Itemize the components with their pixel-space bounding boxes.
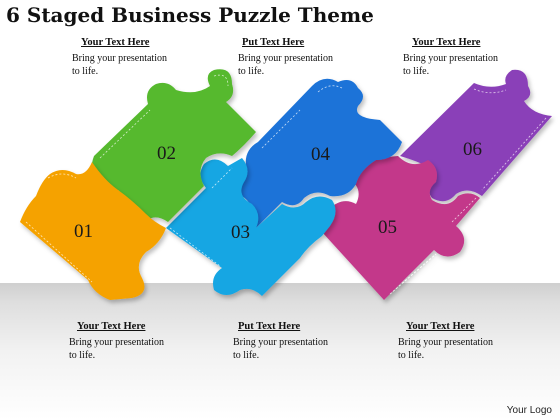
text-heading: Put Text Here [238,321,301,332]
piece-shape-03 [166,158,336,296]
text-body: Bring your presentation to life. [238,53,333,77]
text-heading: Your Text Here [412,37,481,48]
puzzle-piece-05 [322,156,480,300]
puzzle-piece-04 [230,78,402,230]
floor-shadow [0,283,560,420]
piece-shape-04 [230,78,402,230]
piece-number-03: 03 [231,222,250,243]
text-heading: Put Text Here [242,37,305,48]
piece-shape-02 [91,69,256,222]
piece-number-06: 06 [463,139,482,160]
text-heading: Your Text Here [81,37,150,48]
piece-number-05: 05 [378,217,397,238]
bottom-text-block-3: Your Text Here Bring your presentation t… [398,321,528,362]
puzzle-piece-02 [91,69,256,222]
piece-number-01: 01 [74,221,93,242]
puzzle-piece-03 [166,158,336,296]
text-body: Bring your presentation to life. [403,53,498,77]
page-title: 6 Staged Business Puzzle Theme [6,3,374,27]
logo-text: Your Logo [506,405,552,416]
piece-number-04: 04 [311,144,331,165]
text-body: Bring your presentation to life. [233,337,328,361]
text-heading: Your Text Here [406,321,475,332]
puzzle-piece-06 [400,69,552,202]
piece-shape-06 [400,69,552,202]
puzzle-piece-01 [20,162,166,300]
bottom-text-block-2: Put Text Here Bring your presentation to… [233,321,363,362]
text-body: Bring your presentation to life. [69,337,164,361]
top-text-block-3: Your Text Here Bring your presentation t… [403,37,533,78]
text-body: Bring your presentation to life. [398,337,493,361]
top-text-block-1: Your Text Here Bring your presentation t… [72,37,202,78]
piece-number-02: 02 [157,143,176,164]
text-body: Bring your presentation to life. [72,53,167,77]
text-heading: Your Text Here [77,321,146,332]
top-text-block-2: Put Text Here Bring your presentation to… [238,37,368,78]
piece-shape-05 [322,156,480,300]
piece-shape-01 [20,162,166,300]
bottom-text-block-1: Your Text Here Bring your presentation t… [69,321,199,362]
